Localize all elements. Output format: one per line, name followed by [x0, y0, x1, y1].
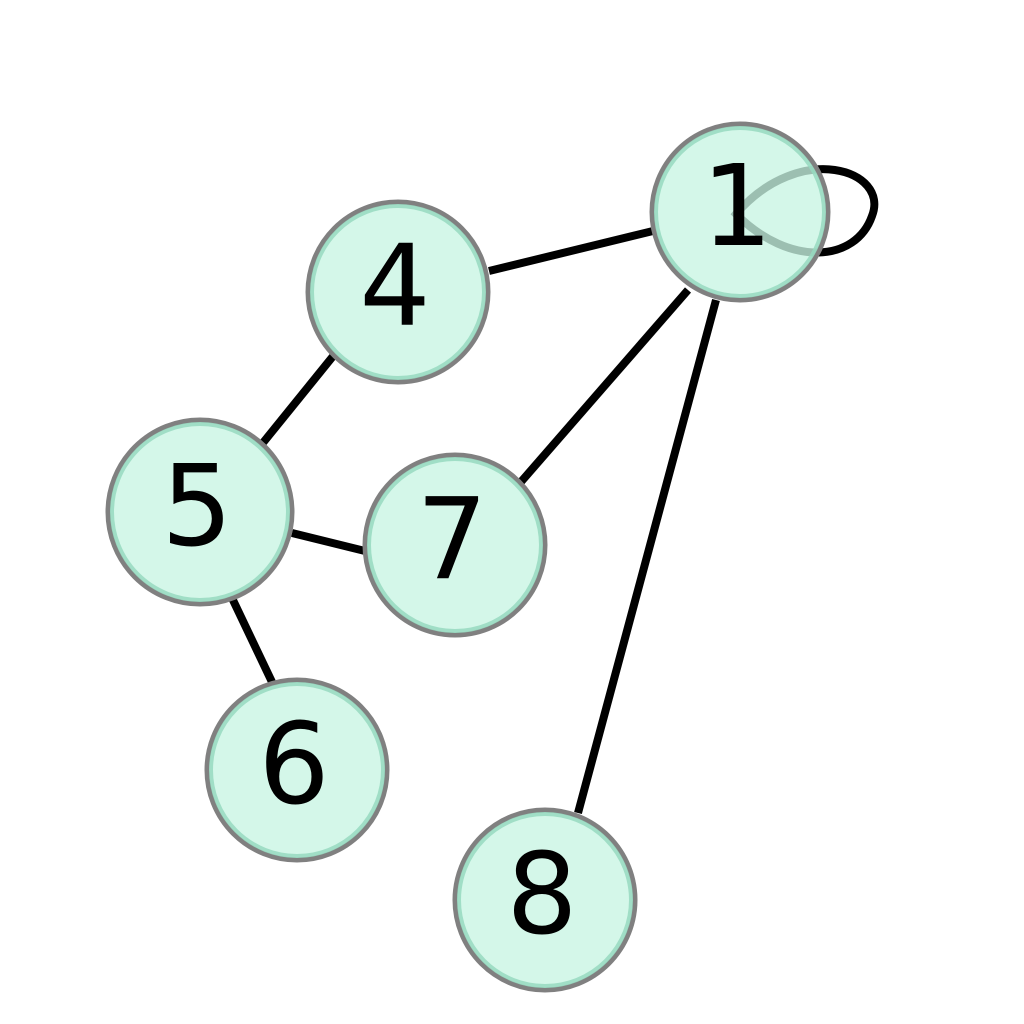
- graph-node[interactable]: 7: [362, 452, 548, 638]
- node-label: 1: [701, 142, 772, 272]
- node-label: 4: [359, 222, 430, 352]
- node-label: 8: [506, 830, 577, 960]
- graph-edge[interactable]: [574, 298, 720, 815]
- node-inner-ring: [367, 457, 543, 633]
- node-inner-ring: [110, 422, 290, 602]
- graph-node[interactable]: 5: [105, 417, 295, 607]
- graph-edge[interactable]: [516, 287, 692, 486]
- node-label: 5: [161, 442, 232, 572]
- edge-layer: [228, 227, 720, 815]
- graph-node[interactable]: 4: [305, 199, 491, 385]
- node-label: 6: [258, 700, 329, 830]
- graph-edge[interactable]: [228, 596, 276, 684]
- node-circle[interactable]: [362, 452, 548, 638]
- graph-edge[interactable]: [488, 227, 654, 275]
- node-circle[interactable]: [105, 417, 295, 607]
- node-inner-ring: [209, 682, 385, 858]
- node-circle[interactable]: [649, 121, 831, 303]
- node-inner-ring: [654, 126, 826, 298]
- graph-node[interactable]: 6: [204, 677, 390, 863]
- node-circle[interactable]: [452, 807, 638, 993]
- node-inner-ring: [310, 204, 486, 380]
- node-inner-ring: [457, 812, 633, 988]
- node-circle[interactable]: [305, 199, 491, 385]
- graph-node[interactable]: 1: [649, 121, 831, 303]
- graph-node[interactable]: 8: [452, 807, 638, 993]
- graph-edge[interactable]: [291, 529, 366, 555]
- graph-edge[interactable]: [258, 352, 338, 447]
- node-circle[interactable]: [204, 677, 390, 863]
- node-label: 7: [416, 475, 487, 605]
